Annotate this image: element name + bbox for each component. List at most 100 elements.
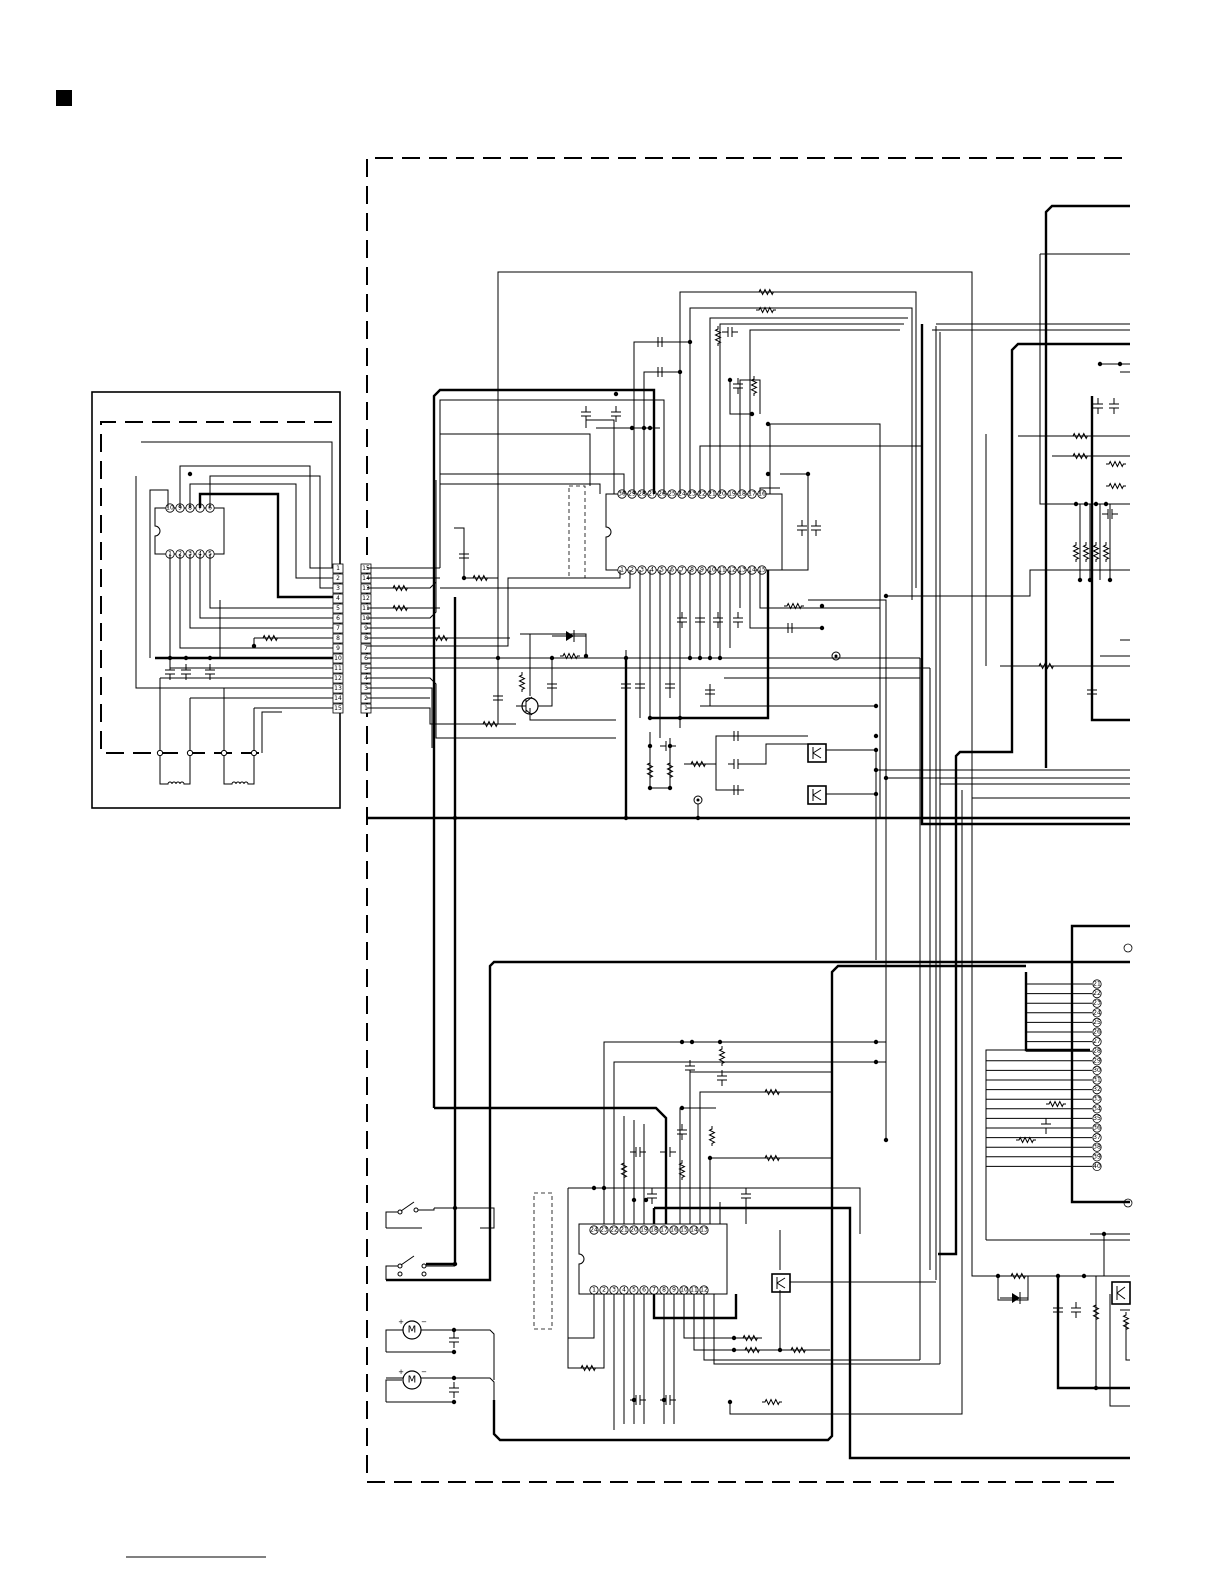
ic-right-pin-number: 36	[1093, 1125, 1101, 1132]
ic-upper-pin-number: 22	[698, 491, 706, 498]
ic-right-pin: 23	[1092, 998, 1102, 1008]
capacitor-icon	[630, 1147, 646, 1157]
ic-lower-pin: 21	[619, 1225, 629, 1235]
right-ic-fan-in	[986, 983, 1092, 1167]
ic-upper-pin: 17	[747, 489, 757, 499]
optocoupler-2	[807, 785, 827, 805]
switch-1-icon	[385, 1201, 435, 1228]
sub-board-outline	[91, 391, 341, 809]
ic-right-pin: 29	[1092, 1056, 1102, 1066]
connector-left-pin: 10	[332, 653, 344, 664]
ic-upper-pin-number: 12	[728, 567, 736, 574]
connector-left-pin: 15	[332, 703, 344, 714]
capacitor-icon	[741, 1188, 751, 1204]
ic-right-pin: 31	[1092, 1075, 1102, 1085]
ic-right-pin-number: 25	[1093, 1019, 1101, 1026]
ic-right-pin-number: 29	[1093, 1057, 1101, 1064]
connector-right-pin: 7	[360, 643, 372, 654]
junction-dots	[451, 339, 1123, 1405]
transistor-icon	[516, 696, 539, 716]
ic-upper-pin-number: 11	[718, 567, 726, 574]
ic-lower-pin-number: 6	[642, 1287, 646, 1294]
motor-2-label: M	[408, 1375, 417, 1386]
resistor-icon	[762, 1398, 782, 1406]
connector-left-pin: 3	[332, 583, 344, 594]
ic-lower-pin-number: 1	[592, 1287, 596, 1294]
ic-lower-pin-number: 23	[600, 1227, 608, 1234]
capacitor-icon	[1109, 398, 1119, 414]
ic-right-pin: 30	[1092, 1065, 1102, 1076]
connector-right-pin-number: 11	[362, 605, 370, 612]
signal-wiring	[367, 253, 1130, 1430]
capacitor-icon	[660, 741, 676, 751]
resistor-icon	[714, 326, 722, 346]
ic-lower-pin: 9	[669, 1285, 679, 1295]
ic-upper-pin-number: 27	[648, 491, 656, 498]
resistor-icon	[518, 672, 526, 692]
resistor-icon	[1036, 662, 1056, 670]
ic-lower-pin-number: 2	[602, 1287, 606, 1294]
ic-upper-pin-number: 14	[748, 567, 756, 574]
ic-upper-pin: 29	[627, 489, 637, 499]
ic-lower-pin-number: 21	[620, 1227, 628, 1234]
resistor-icon	[1082, 542, 1090, 562]
resistor-icon	[1016, 1136, 1036, 1144]
connector-left-pin-number: 10	[334, 655, 342, 662]
ic-upper-pin-number: 20	[718, 491, 726, 498]
resistor-icon	[678, 1160, 686, 1180]
ic-upper-pin-number: 24	[678, 491, 686, 498]
capacitor-icon	[811, 520, 821, 536]
ic-lower-pin: 2	[599, 1285, 609, 1295]
ic-right-pin-number: 34	[1093, 1105, 1101, 1112]
ic-right-pin-number: 30	[1093, 1067, 1101, 1074]
ic-lower-pin-number: 18	[650, 1227, 658, 1234]
ic-upper-pin: 8	[687, 565, 697, 575]
resistor-icon	[666, 760, 674, 780]
connector-left-pin-number: 1	[336, 565, 340, 572]
ic-upper-pin: 12	[727, 565, 737, 575]
connector-left-pin-number: 11	[334, 665, 342, 672]
resistor-icon	[784, 602, 804, 610]
connector-right-pin-number: 10	[362, 615, 370, 622]
resistor-icon	[756, 306, 776, 314]
ic-upper-pin: 20	[717, 489, 727, 499]
resistor-icon	[1046, 1100, 1066, 1108]
connector-right-pin-number: 5	[364, 665, 368, 672]
ic-upper-pin-number: 3	[640, 567, 644, 574]
ic-right-pin-number: 26	[1093, 1029, 1101, 1036]
ic-upper-pin-number: 30	[618, 491, 626, 498]
resistor-icon	[762, 1088, 782, 1096]
ic-lower-pin: 8	[659, 1285, 669, 1295]
bus-wiring	[367, 204, 1130, 1460]
ic-right-pin-number: 32	[1093, 1086, 1101, 1093]
connector-left-pin: 2	[332, 573, 344, 584]
ic-upper-pin: 26	[657, 489, 667, 499]
resistor-icon	[756, 288, 776, 296]
capacitor-icon	[728, 731, 744, 741]
ic-upper-pin: 24	[677, 489, 687, 499]
ic-upper-pin: 3	[637, 565, 647, 575]
ic-right-pin-number: 40	[1093, 1163, 1101, 1170]
connector-right-pin-number: 15	[362, 565, 370, 572]
ic-right-pin: 33	[1092, 1094, 1102, 1104]
ic-upper-pin: 25	[667, 489, 677, 499]
connector-left-pin: 12	[332, 673, 344, 684]
ic-lower-pin-number: 9	[672, 1287, 676, 1294]
ic-upper-pin-number: 18	[738, 491, 746, 498]
ic-lower-pin: 4	[619, 1285, 629, 1295]
connector-right-pin-number: 2	[364, 695, 368, 702]
connector-right-pin-number: 1	[364, 705, 368, 712]
ic-lower-pin: 10	[679, 1285, 689, 1295]
resistor-icon	[688, 760, 708, 768]
ic-upper-pin-number: 23	[688, 491, 696, 498]
ic-upper-pin: 19	[727, 489, 737, 499]
motor-1-label: M	[408, 1325, 417, 1336]
capacitor-icon	[1041, 1118, 1051, 1134]
capacitor-icon	[449, 1382, 459, 1398]
ic-small-pin: 10	[165, 503, 175, 513]
resistor-icon	[1092, 542, 1100, 562]
ic-upper-pin-number: 7	[680, 567, 684, 574]
